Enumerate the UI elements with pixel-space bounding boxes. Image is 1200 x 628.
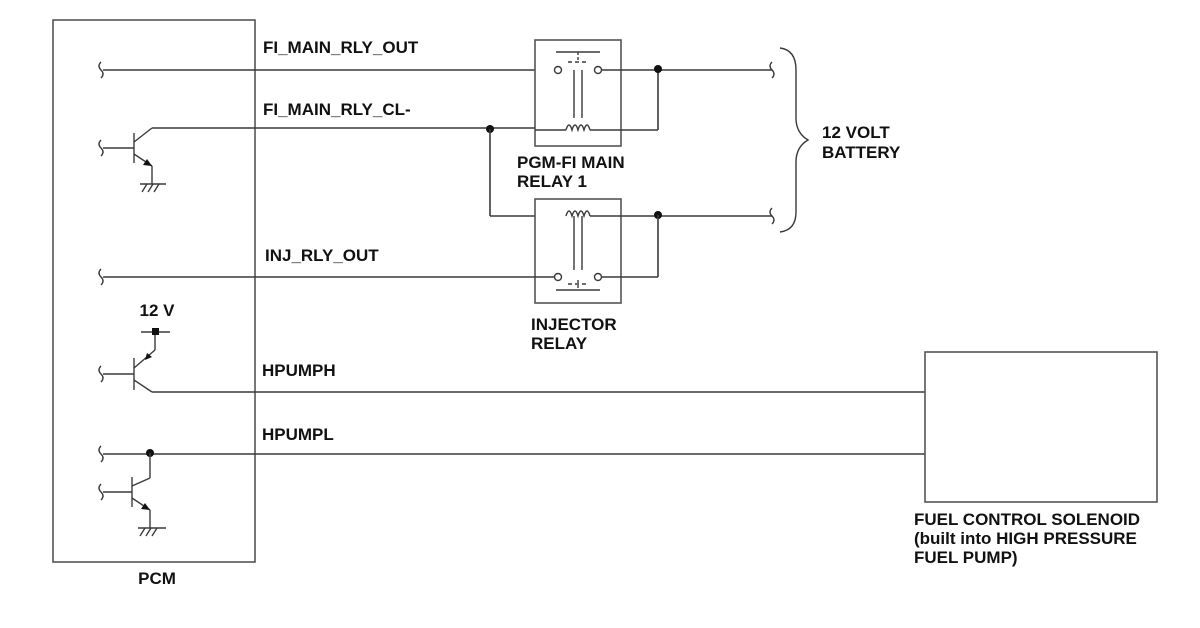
connector-break-icon bbox=[769, 207, 775, 225]
main-relay-switch-icon bbox=[553, 51, 603, 118]
injector-relay-coil-icon bbox=[565, 210, 591, 270]
connector-break-icon bbox=[98, 445, 104, 463]
fuel-control-solenoid-box bbox=[924, 351, 1158, 503]
transistor-icon bbox=[98, 127, 153, 184]
transistor-icon bbox=[98, 349, 156, 393]
supply-terminal-icon bbox=[141, 328, 170, 350]
main-relay-label-1: PGM-FI MAIN bbox=[517, 153, 625, 172]
signal-fi-main-rly-out: FI_MAIN_RLY_OUT bbox=[263, 38, 419, 57]
pcm-label: PCM bbox=[138, 569, 176, 588]
transistor-icon bbox=[98, 453, 151, 528]
pcm-box bbox=[52, 19, 256, 563]
battery-label-2: BATTERY bbox=[822, 143, 901, 162]
injector-relay-label-2: RELAY bbox=[531, 334, 588, 353]
signal-hpumph: HPUMPH bbox=[262, 361, 336, 380]
connector-break-icon bbox=[98, 268, 104, 286]
main-relay-coil-icon bbox=[535, 124, 658, 133]
signal-fi-main-rly-cl: FI_MAIN_RLY_CL- bbox=[263, 100, 411, 119]
solenoid-label-2: (built into HIGH PRESSURE bbox=[914, 529, 1137, 548]
injector-relay-switch-icon bbox=[553, 272, 603, 291]
junction-dot bbox=[654, 65, 662, 73]
supply-label: 12 V bbox=[140, 301, 176, 320]
battery-brace-icon bbox=[779, 47, 810, 233]
ground-icon bbox=[138, 527, 166, 537]
battery-label-1: 12 VOLT bbox=[822, 123, 890, 142]
connector-break-icon bbox=[98, 61, 104, 79]
connector-break-icon bbox=[769, 61, 775, 79]
ground-icon bbox=[140, 183, 166, 193]
main-relay-label-2: RELAY 1 bbox=[517, 172, 587, 191]
solenoid-label-3: FUEL PUMP) bbox=[914, 548, 1018, 567]
signal-hpumpl: HPUMPL bbox=[262, 425, 334, 444]
signal-inj-rly-out: INJ_RLY_OUT bbox=[265, 246, 379, 265]
solenoid-label-1: FUEL CONTROL SOLENOID bbox=[914, 510, 1140, 529]
injector-relay-label-1: INJECTOR bbox=[531, 315, 617, 334]
